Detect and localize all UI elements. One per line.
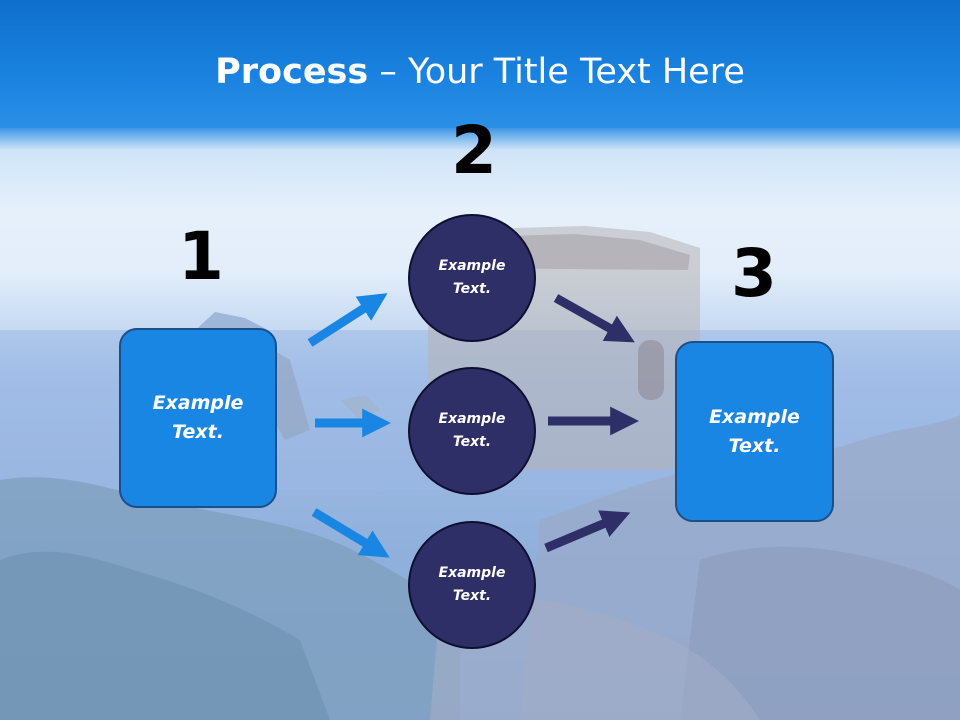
step-number-3: 3 [731,235,777,312]
title-rest-part: – Your Title Text Here [368,52,745,92]
arrow-left-to-circle-1 [307,293,388,347]
arrow-circle-3-to-right [544,510,631,553]
process-circle-3: Example Text. [408,521,536,649]
arrow-left-to-circle-3 [311,508,390,558]
process-circle-2: Example Text. [408,367,536,495]
title-band [0,0,960,128]
process-box-start-text: Example Text. [152,392,244,443]
arrow-circle-1-to-right [553,294,635,343]
slide-title: Process – Your Title Text Here [0,52,960,92]
step-number-1: 1 [178,218,224,295]
process-circle-3-text: Example Text. [438,565,506,604]
process-box-end-text: Example Text. [709,405,800,457]
process-circle-2-text: Example Text. [438,411,506,450]
process-circle-1-text: Example Text. [438,258,506,297]
step-number-2: 2 [451,112,497,189]
title-bold-part: Process [215,52,369,92]
process-box-start: Example Text. [119,328,277,508]
process-box-end: Example Text. [675,341,834,522]
process-circle-1: Example Text. [408,214,536,342]
